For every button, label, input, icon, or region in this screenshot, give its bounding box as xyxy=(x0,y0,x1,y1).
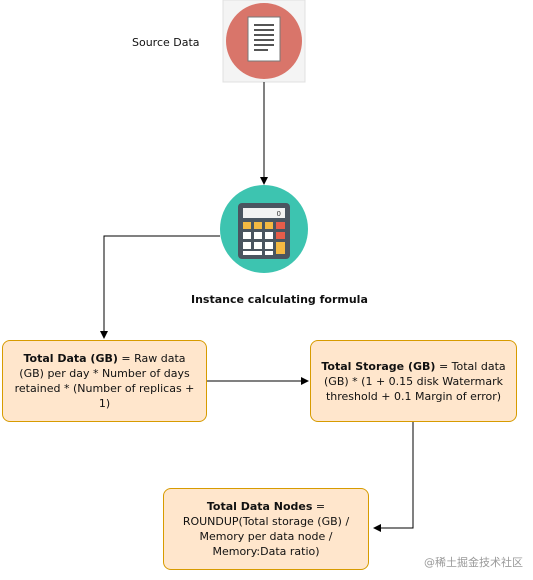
total-storage-box: Total Storage (GB) = Total data (GB) * (… xyxy=(310,340,517,422)
source-data-label: Source Data xyxy=(132,36,200,49)
total-storage-term: Total Storage (GB) xyxy=(321,359,436,373)
connector-total-storage-to-total-nodes xyxy=(373,422,414,532)
total-nodes-box: Total Data Nodes = ROUNDUP(Total storage… xyxy=(163,488,369,570)
total-storage-formula: = Total data (GB) * (1 + 0.15 disk Water… xyxy=(324,359,506,403)
calculator-icon: 0 xyxy=(220,185,308,273)
total-nodes-text: Total Data Nodes = ROUNDUP(Total storage… xyxy=(172,499,360,559)
calculator-label: Instance calculating formula xyxy=(191,293,368,306)
total-nodes-eq: = xyxy=(312,500,326,513)
total-data-box: Total Data (GB) = Raw data (GB) per day … xyxy=(2,340,207,422)
total-storage-text: Total Storage (GB) = Total data (GB) * (… xyxy=(319,359,508,404)
total-data-text: Total Data (GB) = Raw data (GB) per day … xyxy=(11,351,198,411)
total-data-term: Total Data (GB) xyxy=(23,352,118,365)
connector-calculator-to-total-data xyxy=(100,235,220,339)
document-icon xyxy=(222,0,306,83)
watermark-text: @稀土掘金技术社区 xyxy=(424,556,523,569)
total-data-formula: = Raw data (GB) per day * Number of days… xyxy=(14,352,195,410)
total-nodes-term: Total Data Nodes xyxy=(206,500,313,513)
total-nodes-formula: ROUNDUP(Total storage (GB) / Memory per … xyxy=(182,515,350,558)
svg-text:0: 0 xyxy=(277,210,281,218)
